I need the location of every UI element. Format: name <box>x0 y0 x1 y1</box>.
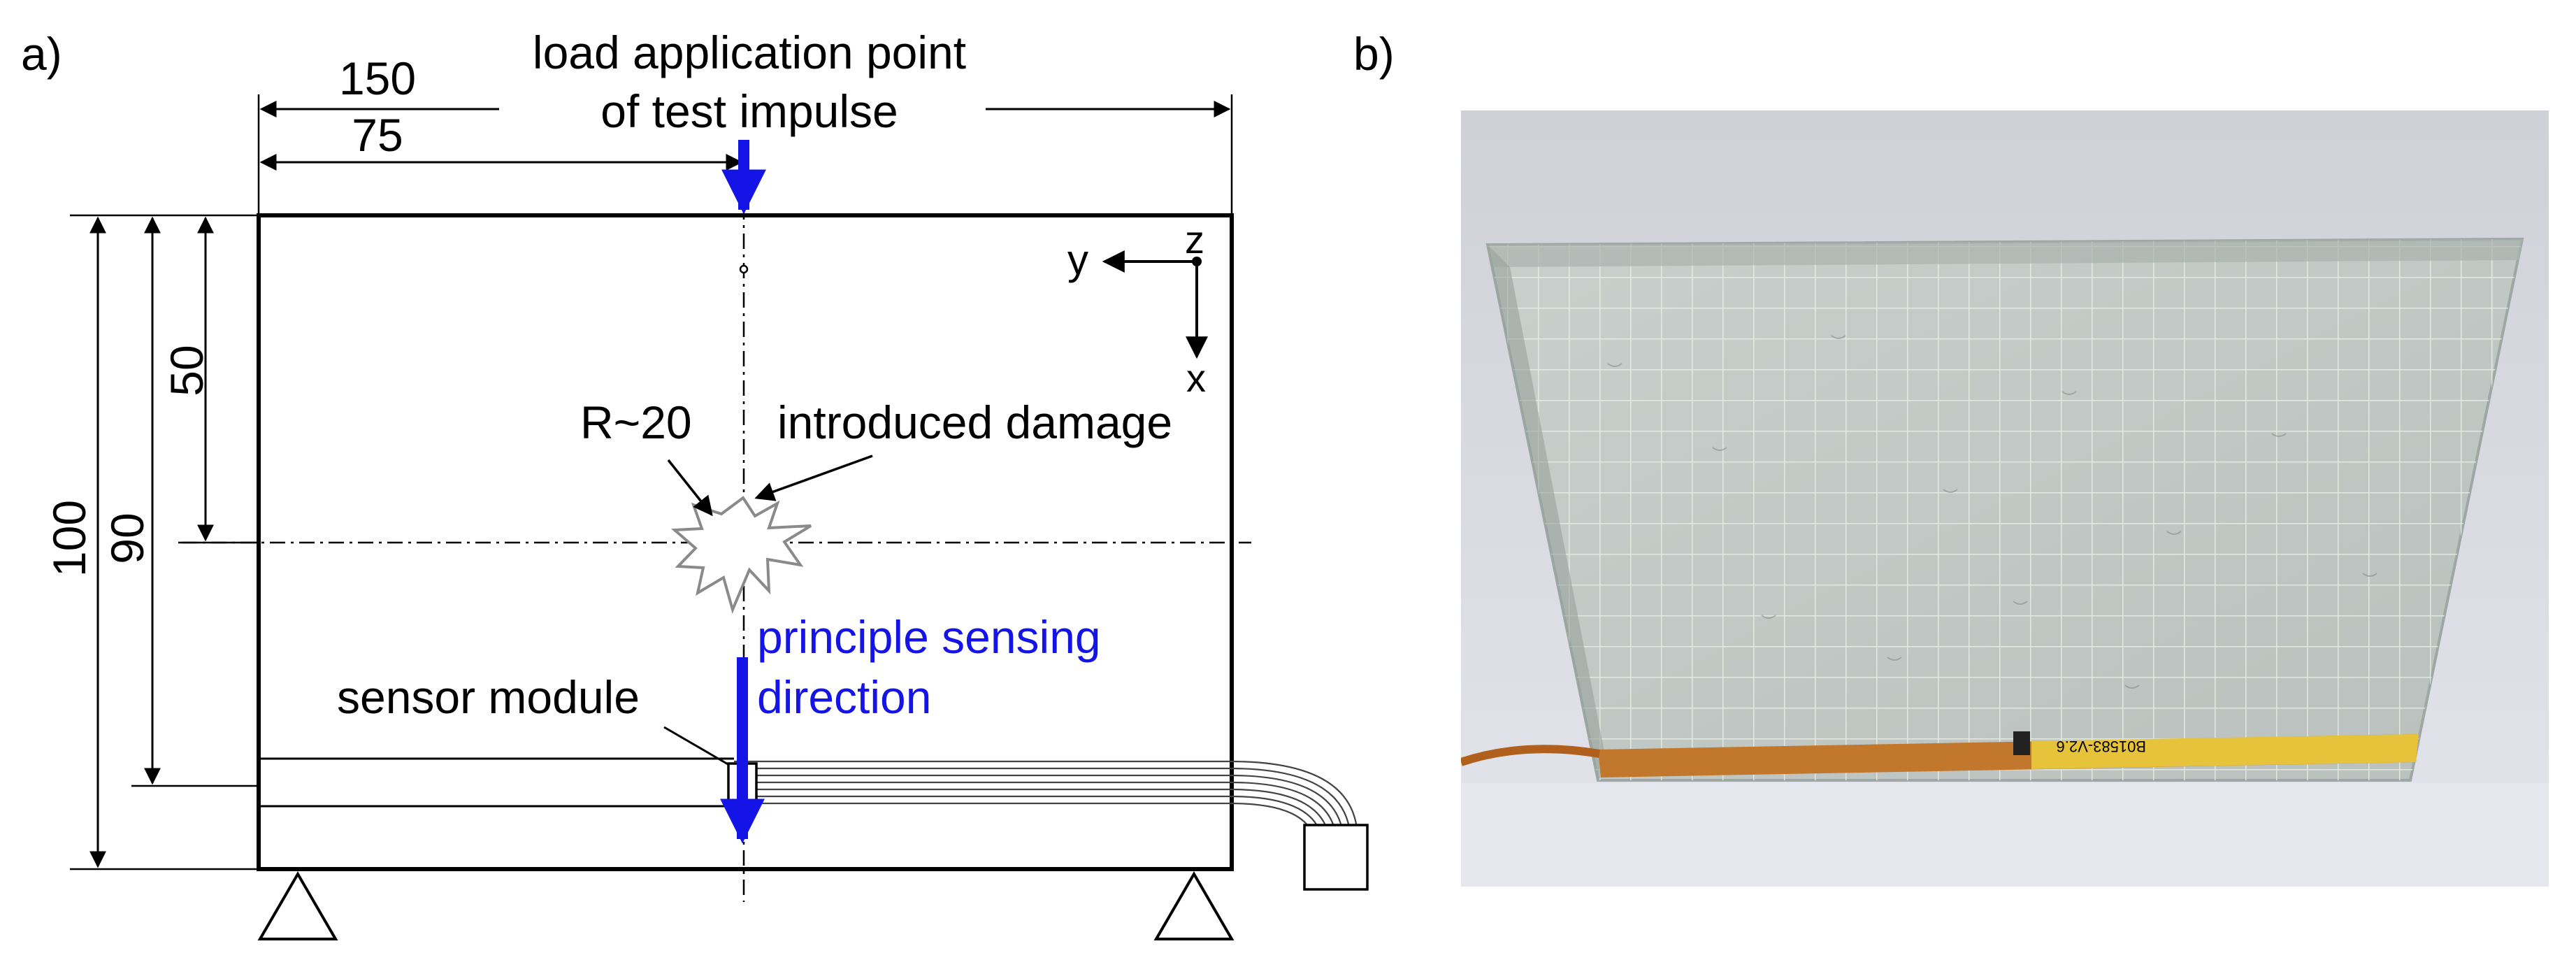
panel-b: b) B01583-V2.6 <box>1353 28 2549 887</box>
sensing-label-line2: direction <box>757 671 931 723</box>
damage-leader <box>754 454 873 501</box>
support-left-icon <box>257 871 338 940</box>
ribbon-cable <box>734 760 1359 847</box>
connector-box <box>1303 824 1369 891</box>
photo-glass-plate: B01583-V2.6 <box>1461 110 2549 887</box>
load-label-line1: load application point <box>533 27 966 78</box>
sensor-leader <box>663 726 730 766</box>
dim-150-label: 150 <box>339 52 416 104</box>
photo-cable <box>1461 745 1600 766</box>
radius-label: R~20 <box>580 396 692 448</box>
sensor-module-label: sensor module <box>337 671 640 723</box>
sensing-label-line1: principle sensing <box>757 611 1101 663</box>
photo-strip-text: B01583-V2.6 <box>2057 738 2146 755</box>
radius-leader <box>667 459 713 517</box>
dim-90-label: 90 <box>101 513 153 564</box>
extension-lines <box>70 94 1233 871</box>
axis-z-label: z <box>1185 217 1204 262</box>
axis-x-label: x <box>1186 356 1206 400</box>
axis-y-label: y <box>1067 236 1088 283</box>
panel-a: a) <box>21 27 1369 940</box>
load-label-line2: of test impulse <box>600 85 898 137</box>
damage-label: introduced damage <box>777 396 1172 448</box>
panel-a-label: a) <box>21 28 62 80</box>
sensor-strip <box>259 757 734 808</box>
panel-b-label: b) <box>1353 28 1395 80</box>
support-right-icon <box>1153 871 1235 940</box>
small-point <box>739 264 749 274</box>
dim-50-label: 50 <box>161 345 213 396</box>
dim-75-label: 75 <box>352 109 403 161</box>
coordinate-system: y z x <box>1067 217 1208 400</box>
dim-100-label: 100 <box>43 500 95 577</box>
damage-star-icon <box>670 496 812 615</box>
